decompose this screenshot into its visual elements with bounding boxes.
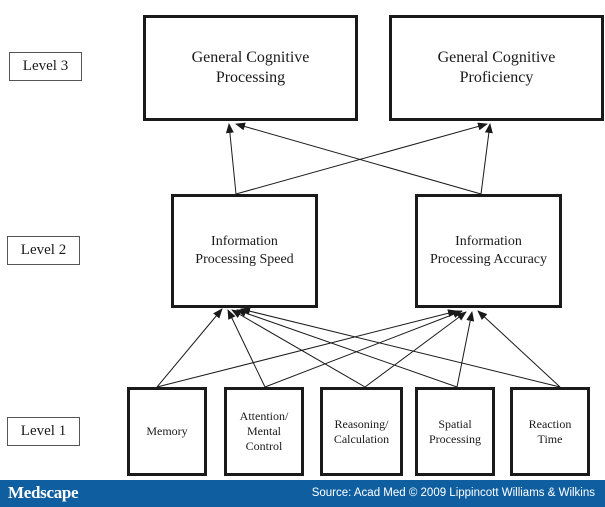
memory-box: Memory: [127, 387, 207, 476]
information-processing-speed-label: Information Processing Speed: [195, 234, 294, 267]
spatial-processing-box: Spatial Processing: [415, 387, 495, 476]
attention-mental-control-label: Attention/ Mental Control: [239, 409, 289, 453]
attention-mental-control-box: Attention/ Mental Control: [224, 387, 304, 476]
arrow-memory-to-accuracy: [156, 309, 458, 388]
reasoning-calculation-box: Reasoning/ Calculation: [320, 387, 403, 476]
general-cognitive-processing-label: General Cognitive Processing: [191, 49, 310, 86]
arrow-accuracy-to-processing: [235, 122, 482, 195]
arrow-spatial-to-speed: [236, 309, 458, 388]
reaction-time-label: Reaction Time: [528, 416, 572, 446]
diagram: Level 3 Level 2 Level 1 General Cognitiv…: [7, 15, 604, 476]
arrow-attention-to-speed: [227, 309, 266, 388]
level-2-label: Level 2: [7, 236, 80, 265]
arrow-reasoning-to-speed: [231, 309, 366, 388]
arrow-accuracy-to-proficiency: [480, 123, 493, 195]
arrow-spatial-to-accuracy: [456, 311, 475, 388]
arrow-memory-to-speed: [156, 308, 223, 388]
general-cognitive-processing-box: General Cognitive Processing: [143, 15, 358, 121]
reaction-time-box: Reaction Time: [510, 387, 590, 476]
general-cognitive-proficiency-box: General Cognitive Proficiency: [389, 15, 604, 121]
spatial-processing-label: Spatial Processing: [429, 416, 481, 446]
footer-bar: Medscape Source: Acad Med © 2009 Lippinc…: [0, 480, 605, 507]
arrow-attention-to-accuracy: [264, 310, 463, 388]
arrow-speed-to-proficiency: [235, 122, 488, 195]
level-1-label: Level 1: [7, 417, 80, 446]
information-processing-speed-box: Information Processing Speed: [171, 194, 318, 308]
information-processing-accuracy-box: Information Processing Accuracy: [415, 194, 562, 308]
information-processing-accuracy-label: Information Processing Accuracy: [429, 234, 548, 267]
arrow-reasoning-to-accuracy: [364, 311, 467, 388]
arrow-reaction-to-accuracy: [477, 310, 561, 388]
level-3-label: Level 3: [9, 52, 82, 81]
general-cognitive-proficiency-label: General Cognitive Proficiency: [437, 49, 556, 86]
source-credit: Source: Acad Med © 2009 Lippincott Willi…: [311, 487, 595, 499]
medscape-logo[interactable]: Medscape: [8, 483, 79, 502]
arrow-layer: [156, 122, 561, 388]
memory-label: Memory: [146, 424, 188, 438]
reasoning-calculation-label: Reasoning/ Calculation: [333, 416, 390, 446]
arrow-speed-to-processing: [225, 123, 237, 195]
arrow-reaction-to-speed: [240, 307, 561, 388]
